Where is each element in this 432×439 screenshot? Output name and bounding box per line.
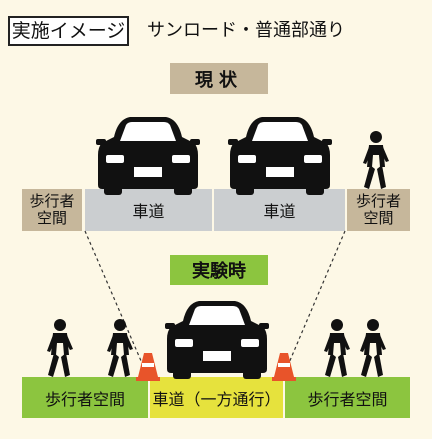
current-state-label: 現状 <box>170 63 268 94</box>
current-roadway-right: 車道 <box>214 189 345 231</box>
pedestrian-icon <box>363 131 389 189</box>
experiment-left-walkway: 歩行者空間 <box>22 377 148 418</box>
current-right-walkway: 歩行者 空間 <box>347 189 410 231</box>
experiment-state-label: 実験時 <box>170 255 268 285</box>
pedestrian-icon <box>107 319 133 377</box>
car-front-icon <box>165 301 269 379</box>
projection-line-left <box>84 230 149 378</box>
car-front-icon <box>96 117 200 195</box>
projection-line-right <box>282 230 346 378</box>
pedestrian-icon <box>324 319 350 377</box>
traffic-cone-icon <box>136 353 160 381</box>
pedestrian-icon <box>47 319 73 377</box>
pedestrian-icon <box>360 319 386 377</box>
car-front-icon <box>228 117 332 195</box>
current-left-walkway: 歩行者 空間 <box>22 189 82 231</box>
title-box: 実施イメージ <box>8 16 129 46</box>
experiment-right-walkway: 歩行者空間 <box>285 377 410 418</box>
subtitle: サンロード・普通部通り <box>147 20 345 41</box>
traffic-cone-icon <box>272 353 296 381</box>
experiment-roadway: 車道（一方通行） <box>150 377 283 418</box>
current-roadway-left: 車道 <box>85 189 212 231</box>
